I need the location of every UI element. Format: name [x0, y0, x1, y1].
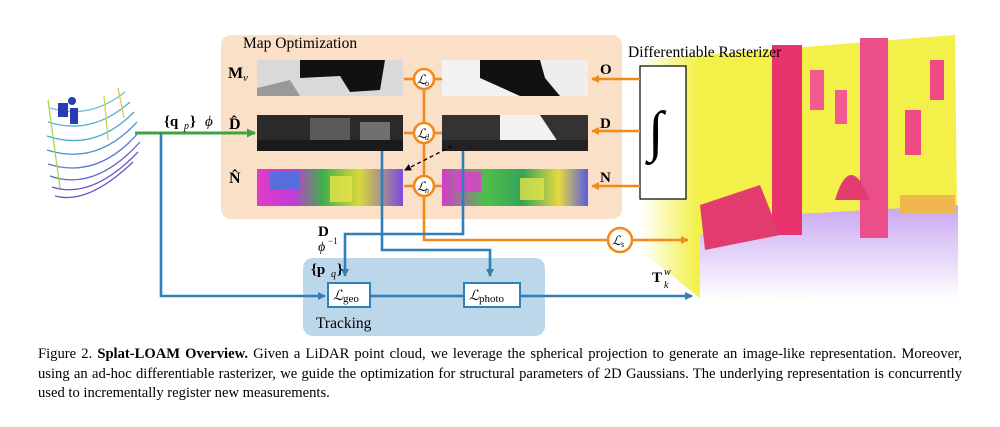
tracking-title: Tracking	[316, 315, 372, 332]
raster-output-normals: N	[600, 170, 611, 186]
loss-normal-node: ℒ n	[412, 174, 436, 198]
rasterizer-title: Differentiable Rasterizer	[628, 44, 782, 61]
svg-text:ℒ: ℒ	[417, 72, 427, 87]
svg-text:s: s	[621, 240, 624, 249]
svg-text:v: v	[243, 72, 248, 84]
svg-text:}: }	[190, 114, 196, 130]
lidar-point-cloud	[46, 87, 141, 199]
row-label-mv: M v	[228, 65, 248, 84]
svg-text:p: p	[183, 121, 189, 132]
depth-map-reference	[257, 115, 403, 151]
row-label-normals: N̂	[229, 169, 241, 188]
svg-text:−1: −1	[328, 236, 338, 246]
svg-text:o: o	[425, 79, 429, 88]
svg-text:q: q	[331, 269, 336, 280]
raster-output-depth: D	[600, 116, 611, 132]
caption-title: Splat-LOAM Overview.	[97, 346, 248, 362]
depth-map-rendered	[442, 115, 588, 151]
svg-text:D: D	[318, 224, 329, 240]
raster-output-opacity: O	[600, 62, 612, 78]
svg-text:ϕ: ϕ	[318, 240, 325, 255]
caption-prefix: Figure 2.	[38, 346, 93, 362]
normal-map-reference	[257, 169, 403, 206]
depth-backprojection-label: D ϕ −1	[318, 224, 338, 255]
svg-text:geo: geo	[343, 293, 359, 305]
depth-to-normal-arrow	[404, 145, 453, 171]
svg-text:{p: {p	[311, 262, 325, 278]
loss-opacity-node: ℒ o	[412, 67, 436, 91]
svg-text:ℒ: ℒ	[417, 126, 427, 141]
svg-text:T: T	[652, 270, 662, 286]
map-optimization-title: Map Optimization	[243, 35, 357, 52]
differentiable-rasterizer-box	[639, 65, 687, 200]
integral-icon: ∫	[645, 101, 667, 166]
visibility-map-reference	[257, 60, 403, 96]
normal-map-rendered	[442, 169, 588, 206]
loss-photo-box: ℒ photo	[463, 282, 521, 308]
figure-caption: Figure 2. Splat-LOAM Overview. Given a L…	[38, 345, 962, 404]
svg-text:ℒ: ℒ	[469, 289, 480, 304]
caption-text: Given a LiDAR point cloud, we leverage t…	[38, 346, 963, 402]
svg-text:photo: photo	[479, 293, 505, 305]
loss-smooth-node: ℒ s	[606, 226, 634, 254]
svg-text:n: n	[425, 186, 429, 195]
svg-text:d: d	[425, 133, 430, 142]
svg-text:ϕ: ϕ	[205, 114, 213, 130]
svg-text:ℒ: ℒ	[417, 179, 427, 194]
svg-text:k: k	[664, 280, 669, 291]
input-points-label: {q p } ϕ	[164, 114, 213, 132]
svg-text:M: M	[228, 65, 243, 82]
rendered-map-image	[640, 35, 958, 300]
loss-depth-node: ℒ d	[412, 121, 436, 145]
splat-loam-diagram: M v D̂ N̂ Map Optimization Differentiabl…	[46, 35, 958, 336]
svg-text:{q: {q	[164, 114, 179, 130]
row-label-depth: D̂	[229, 115, 241, 134]
svg-text:ℒ: ℒ	[333, 289, 344, 304]
projected-points-label: {p q }	[311, 262, 343, 280]
loss-geo-box: ℒ geo	[327, 282, 371, 308]
svg-text:}: }	[337, 262, 343, 278]
pose-output-label: T w k	[652, 267, 671, 291]
svg-text:w: w	[664, 267, 671, 278]
svg-text:ℒ: ℒ	[612, 233, 622, 248]
visibility-map-rendered	[442, 60, 588, 96]
